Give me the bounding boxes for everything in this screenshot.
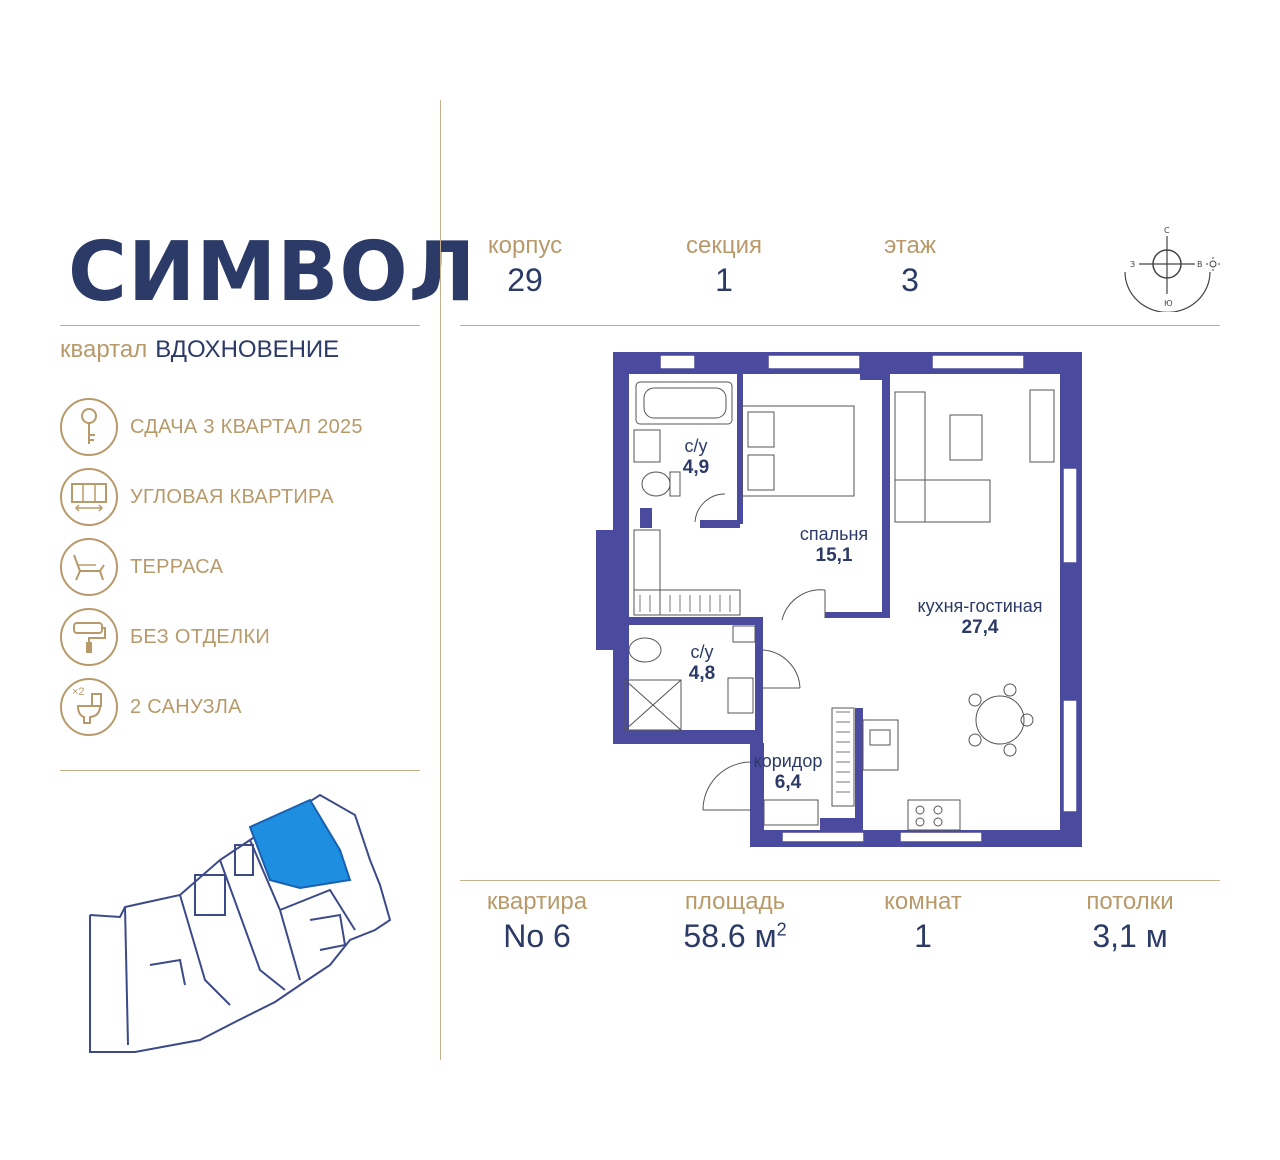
key-icon [60, 398, 118, 456]
floor-plan [596, 352, 1082, 847]
toilet-icon: ×2 [60, 678, 118, 736]
divider [460, 325, 1220, 326]
divider [60, 770, 420, 771]
room-kitchen-living: кухня-гостиная 27,4 [900, 596, 1060, 639]
room-bedroom: спальня 15,1 [784, 524, 884, 567]
corner-window-icon [60, 468, 118, 526]
room-name: с/у [684, 436, 708, 456]
feature-completion: СДАЧА 3 КВАРТАЛ 2025 [60, 398, 363, 456]
etazh-block: этаж 3 [820, 232, 1000, 299]
room-name: кухня-гостиная [917, 596, 1043, 616]
quarter-prefix: квартал [60, 336, 148, 363]
compass-south: Ю [1164, 299, 1173, 308]
feature-label: БЕЗ ОТДЕЛКИ [130, 625, 271, 648]
korpus-block: корпус 29 [435, 232, 615, 299]
etazh-value: 3 [901, 262, 919, 298]
vertical-divider [440, 100, 441, 1060]
feature-corner: УГЛОВАЯ КВАРТИРА [60, 468, 334, 526]
sekciya-label: секция [686, 232, 762, 259]
compass-east: В [1197, 260, 1203, 269]
ploshad-block: площадь 58.6 м2 [645, 888, 825, 955]
compass-north: С [1164, 226, 1170, 235]
count-badge: ×2 [72, 686, 85, 698]
potolki-block: потолки 3,1 м [1040, 888, 1220, 955]
potolki-value: 3,1 м [1092, 918, 1168, 954]
kvartira-label: квартира [486, 888, 588, 915]
feature-terrace: ТЕРРАСА [60, 538, 223, 596]
kvartira-block: квартира No 6 [447, 888, 627, 955]
kvartira-value: No 6 [503, 918, 571, 954]
room-bathroom-2: с/у 4,8 [672, 642, 732, 685]
divider [60, 325, 420, 326]
building-key-plan [89, 793, 392, 1053]
feature-label: ТЕРРАСА [130, 555, 224, 578]
feature-finish: БЕЗ ОТДЕЛКИ [60, 608, 270, 666]
divider [460, 880, 1220, 881]
room-area: 15,1 [815, 545, 853, 566]
room-corridor: коридор 6,4 [738, 751, 838, 794]
komnat-label: комнат [884, 888, 962, 915]
sekciya-value: 1 [715, 262, 733, 298]
apartment-highlight [248, 798, 352, 890]
feature-label: УГЛОВАЯ КВАРТИРА [130, 485, 334, 508]
korpus-value: 29 [507, 262, 543, 298]
quarter-title: квартал ВДОХНОВЕНИЕ [60, 336, 339, 364]
feature-label: СДАЧА 3 КВАРТАЛ 2025 [130, 415, 363, 438]
potolki-label: потолки [1086, 888, 1174, 915]
komnat-value: 1 [914, 918, 932, 954]
room-area: 4,8 [688, 663, 716, 684]
room-bathroom-1: с/у 4,9 [666, 436, 726, 479]
room-area: 4,9 [682, 457, 710, 478]
komnat-block: комнат 1 [833, 888, 1013, 955]
room-name: коридор [753, 751, 823, 771]
feature-label: 2 САНУЗЛА [130, 695, 242, 718]
etazh-label: этаж [884, 232, 936, 259]
room-area: 27,4 [961, 617, 999, 638]
paint-roller-icon [60, 608, 118, 666]
korpus-label: корпус [487, 232, 563, 259]
compass-west: З [1130, 260, 1135, 269]
room-name: спальня [799, 524, 869, 544]
sekciya-block: секция 1 [634, 232, 814, 299]
feature-bathrooms: ×2 2 САНУЗЛА [60, 678, 242, 736]
compass-icon: С Ю З В [1124, 226, 1220, 312]
room-area: 6,4 [774, 772, 802, 793]
ploshad-unit-sup: 2 [776, 919, 787, 940]
ploshad-label: площадь [684, 888, 786, 915]
lounge-chair-icon [60, 538, 118, 596]
brand-logo: СИМВОЛ [68, 225, 477, 320]
room-name: с/у [690, 642, 714, 662]
quarter-name: ВДОХНОВЕНИЕ [155, 336, 340, 363]
ploshad-value: 58.6 м [683, 918, 777, 954]
